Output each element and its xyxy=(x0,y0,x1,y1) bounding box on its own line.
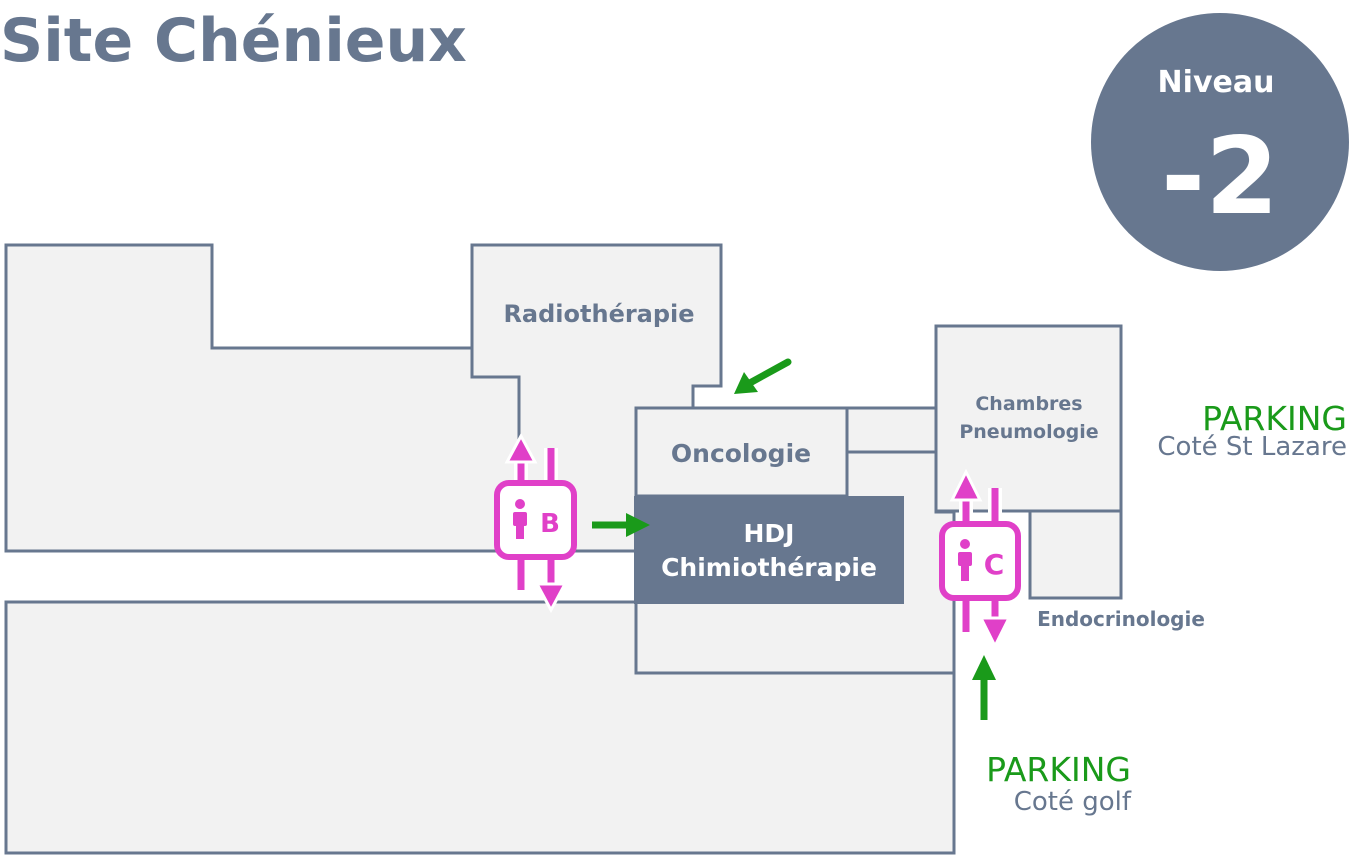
entrance-arrow-icon xyxy=(734,358,792,394)
parking-golf-title: PARKING xyxy=(986,750,1131,789)
hdj-label-line2: Chimiothérapie xyxy=(661,553,877,582)
hdj-label-line1: HDJ xyxy=(744,519,795,548)
hdj-chimiotherapie-room xyxy=(634,496,904,604)
elevator-b[interactable]: B xyxy=(494,432,577,614)
level-label: Niveau xyxy=(1158,65,1275,100)
parking-golf-subtitle: Coté golf xyxy=(1014,787,1132,817)
elevator-down-arrow-icon xyxy=(534,582,568,614)
level-badge: Niveau -2 xyxy=(1091,13,1349,271)
parking-st-lazare-subtitle: Coté St Lazare xyxy=(1157,432,1347,462)
chambres-label-line2: Pneumologie xyxy=(959,421,1098,443)
endocrinologie-room xyxy=(1028,509,1123,600)
elevator-down-arrow-icon xyxy=(978,616,1012,650)
elevator-icon xyxy=(494,480,577,560)
entrance-arrow-icon xyxy=(972,655,996,720)
elevator-icon xyxy=(939,521,1021,601)
person-icon xyxy=(958,539,972,581)
parking-st-lazare-title: PARKING xyxy=(1202,399,1347,438)
radiotherapie-label: Radiothérapie xyxy=(503,300,694,328)
elevator-b-letter: B xyxy=(540,509,560,539)
entrance-arrow-icon xyxy=(592,513,650,537)
oncologie-label: Oncologie xyxy=(671,439,811,468)
level-value: -2 xyxy=(1161,115,1279,238)
person-icon xyxy=(513,499,527,539)
elevator-up-arrow-icon xyxy=(504,432,538,464)
level-badge-circle xyxy=(1091,13,1349,271)
left-upper-wing xyxy=(4,243,521,553)
elevator-c-letter: C xyxy=(984,548,1005,581)
endocrinologie-label: Endocrinologie xyxy=(1037,607,1205,631)
chambres-label-line1: Chambres xyxy=(975,393,1082,415)
page-title: Site Chénieux xyxy=(0,6,467,76)
elevator-up-arrow-icon xyxy=(949,468,983,502)
elevator-c[interactable]: C xyxy=(939,468,1021,650)
